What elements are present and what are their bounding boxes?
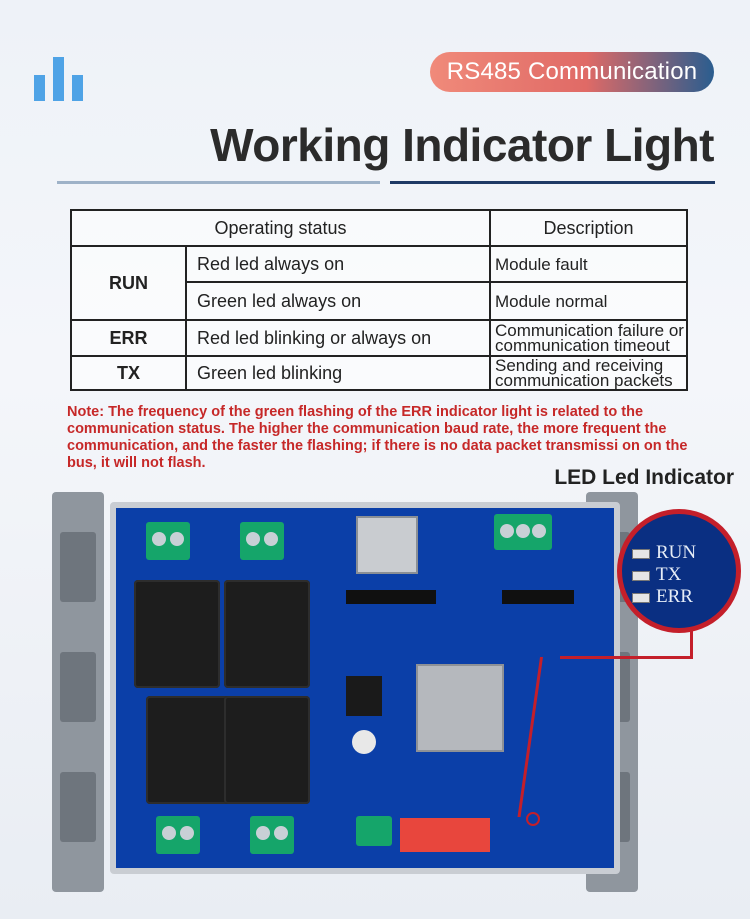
header-operating-status: Operating status	[70, 209, 491, 247]
pin-header	[346, 590, 436, 604]
row-status: Red led blinking or always on	[185, 319, 491, 357]
terminal-block	[494, 514, 552, 550]
mcu-shield	[416, 664, 504, 752]
page-title: Working Indicator Light	[210, 119, 714, 171]
flash-frequency-note: Note: The frequency of the green flashin…	[67, 404, 688, 471]
title-underline-dark	[390, 181, 715, 184]
row-status: Green led blinking	[185, 355, 491, 391]
dip-switch	[400, 818, 490, 852]
indicator-status-table: Operating status Description RUN Red led…	[70, 209, 688, 391]
relay	[224, 696, 310, 804]
terminal-block	[240, 522, 284, 560]
terminal-block	[156, 816, 200, 854]
rj45-port	[356, 516, 418, 574]
circuit-board	[110, 502, 620, 874]
relay	[134, 580, 220, 688]
relay	[146, 696, 232, 804]
relay	[224, 580, 310, 688]
row-description: Sending and receiving communication pack…	[489, 355, 688, 391]
row-label-err: ERR	[70, 319, 187, 357]
led-indicator-heading: LED Led Indicator	[554, 466, 734, 489]
row-label-tx: TX	[70, 355, 187, 391]
din-rail-left	[52, 492, 104, 892]
title-underline-light	[57, 181, 380, 184]
category-badge: RS485 Communication	[430, 52, 714, 92]
terminal-block	[250, 816, 294, 854]
terminal-block	[356, 816, 392, 846]
header-description: Description	[489, 209, 688, 247]
callout-line	[560, 656, 693, 659]
led-tx: TX	[632, 564, 681, 586]
terminal-block	[146, 522, 190, 560]
row-status: Green led always on	[185, 281, 491, 321]
row-status: Red led always on	[185, 245, 491, 283]
callout-line	[690, 628, 693, 658]
led-err: ERR	[632, 586, 693, 608]
capacitor	[352, 730, 376, 754]
brand-bars-icon	[34, 57, 83, 101]
ic-chip	[346, 676, 382, 716]
row-description: Communication failure or communication t…	[489, 319, 688, 357]
row-description: Module fault	[489, 245, 688, 283]
callout-marker	[526, 812, 540, 826]
row-description: Module normal	[489, 281, 688, 321]
pin-header	[502, 590, 574, 604]
relay-module-photo	[52, 492, 638, 902]
led-zoom-callout: RUN TX ERR	[617, 509, 741, 633]
row-label-run: RUN	[70, 245, 187, 321]
led-run: RUN	[632, 542, 696, 564]
